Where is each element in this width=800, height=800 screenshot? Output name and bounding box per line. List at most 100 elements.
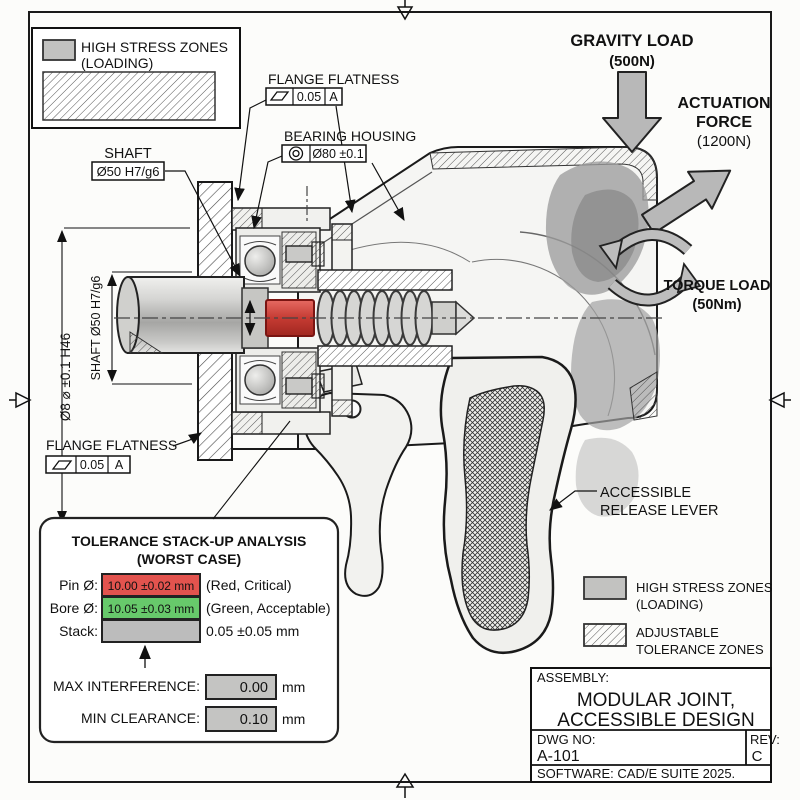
rev-label: REV: <box>750 732 780 747</box>
min-clearance-row: MIN CLEARANCE: 0.10 mm <box>81 706 305 732</box>
svg-text:Pin Ø:: Pin Ø: <box>59 577 98 593</box>
release-lever-leader <box>549 490 597 511</box>
flatness-icon-bottom <box>51 460 73 470</box>
stress-swatch-right <box>583 576 627 600</box>
svg-text:0.05 ±0.05 mm: 0.05 ±0.05 mm <box>206 623 299 639</box>
torque-load-label-1: TORQUE LOAD <box>664 278 771 294</box>
centering-mark-top <box>396 0 414 21</box>
hatch-swatch-right <box>583 623 627 647</box>
flange-flatness-top-leader <box>234 99 267 202</box>
gravity-load-label-2: (500N) <box>609 53 655 70</box>
shaft-body <box>116 276 269 354</box>
svg-text:A: A <box>329 90 338 104</box>
flange-flatness-top-fcf: 0.05 A <box>265 87 343 106</box>
centering-mark-bottom <box>395 772 415 798</box>
svg-text:0.10: 0.10 <box>240 712 268 728</box>
flange-flatness-bottom-label: FLANGE FLATNESS <box>46 437 177 453</box>
shaft-dimension <box>107 271 192 385</box>
actuation-arrow-icon <box>641 169 732 235</box>
software-note: SOFTWARE: CAD/E SUITE 2025. <box>537 766 735 781</box>
actuation-force-label-2: FORCE <box>696 114 752 131</box>
svg-text:MAX INTERFERENCE:: MAX INTERFERENCE: <box>53 678 200 694</box>
bore-dimension-text: Ø8 ⌀ ±0.1 H46 <box>58 333 73 421</box>
tolerance-panel-leader <box>212 420 291 520</box>
rotation-arrows-icon <box>598 228 702 307</box>
svg-text:A: A <box>115 458 124 472</box>
title-block: ASSEMBLY: MODULAR JOINT, ACCESSIBLE DESI… <box>530 667 780 783</box>
actuation-force-label-1: ACTUATION <box>677 95 770 112</box>
bearing-leader-2 <box>371 162 405 222</box>
flange-flatness-top-label: FLANGE FLATNESS <box>268 71 399 87</box>
stack-bar <box>101 619 201 643</box>
trigger-lever <box>303 391 413 597</box>
legend-top-label-2: (LOADING) <box>81 55 153 71</box>
tolerance-panel: TOLERANCE STACK-UP ANALYSIS (WORST CASE)… <box>38 516 340 744</box>
svg-text:mm: mm <box>282 679 305 695</box>
assembly-title-1: MODULAR JOINT, <box>577 690 735 711</box>
housing-bore-arc-3 <box>349 241 471 263</box>
bearing-housing-label: BEARING HOUSING <box>284 128 416 144</box>
stress-zone-blob-core <box>571 189 639 282</box>
bearing-housing-leader <box>251 155 283 230</box>
svg-text:Ø80 ±0.1: Ø80 ±0.1 <box>312 147 363 161</box>
assembly-title-2: ACCESSIBLE DESIGN <box>557 710 754 731</box>
bearing-housing-fcf: Ø80 ±0.1 <box>281 144 367 163</box>
svg-text:MIN CLEARANCE:: MIN CLEARANCE: <box>81 710 200 726</box>
svg-text:10.00 ±0.02 mm: 10.00 ±0.02 mm <box>108 579 195 593</box>
concentricity-icon <box>288 146 304 161</box>
shaft-label: SHAFT <box>104 146 152 162</box>
svg-text:0.05: 0.05 <box>297 90 321 104</box>
tolerance-panel-title-1: TOLERANCE STACK-UP ANALYSIS <box>72 533 307 549</box>
stress-zone-blob-small <box>575 437 639 517</box>
assembly-label: ASSEMBLY: <box>537 670 609 685</box>
svg-text:Ø50 H7/g6: Ø50 H7/g6 <box>97 164 160 179</box>
actuation-force-label-3: (1200N) <box>697 133 751 150</box>
adjustable-zone-hatch-wedge <box>629 371 658 421</box>
flange-flatness-bottom-fcf: 0.05 A <box>45 455 131 474</box>
hatch-sample <box>42 71 216 121</box>
legend-right-item1-line1: HIGH STRESS ZONES <box>636 580 773 595</box>
shaft-callout-box: Ø50 H7/g6 <box>91 161 165 181</box>
svg-text:mm: mm <box>282 711 305 727</box>
flange-flatness-bottom-leader <box>172 432 203 447</box>
svg-text:10.05 ±0.03 mm: 10.05 ±0.03 mm <box>108 602 195 616</box>
svg-text:Stack:: Stack: <box>59 623 98 639</box>
centering-mark-right <box>768 391 791 409</box>
legend-right-item1-line2: (LOADING) <box>636 597 703 612</box>
retainer-bolt-top <box>285 241 325 267</box>
rev: C <box>752 748 763 765</box>
bore-row: Bore Ø: 10.05 ±0.03 mm (Green, Acceptabl… <box>50 596 331 620</box>
dwg-no-label: DWG NO: <box>537 732 596 747</box>
svg-text:Bore Ø:: Bore Ø: <box>50 600 98 616</box>
min-clearance-box <box>205 706 277 732</box>
shaft-leader <box>165 170 241 278</box>
dwg-no: A-101 <box>537 748 580 765</box>
flatness-icon <box>269 91 290 101</box>
release-lever-label-1: ACCESSIBLE <box>600 485 691 501</box>
legend-right-item2-line1: ADJUSTABLE <box>636 625 719 640</box>
max-interference-box <box>205 674 277 700</box>
legend-right: HIGH STRESS ZONES (LOADING) ADJUSTABLE T… <box>583 576 773 657</box>
svg-text:0.00: 0.00 <box>240 680 268 696</box>
max-interference-row: MAX INTERFERENCE: 0.00 mm <box>53 674 305 700</box>
pin-row: Pin Ø: 10.00 ±0.02 mm (Red, Critical) <box>59 573 292 597</box>
torque-load-label-2: (50Nm) <box>692 297 741 313</box>
legend-right-item2-line2: TOLERANCE ZONES <box>636 642 764 657</box>
grip-texture <box>461 385 545 631</box>
svg-text:(Red, Critical): (Red, Critical) <box>206 577 292 593</box>
retainer-bolt-bottom <box>285 373 325 399</box>
stack-row: Stack: 0.05 ±0.05 mm <box>59 619 299 643</box>
shaft-dimension-text: SHAFT Ø50 H7/g6 <box>89 276 103 381</box>
stress-swatch <box>42 39 76 61</box>
gravity-load-label-1: GRAVITY LOAD <box>570 32 693 50</box>
svg-text:0.05: 0.05 <box>80 458 104 472</box>
gravity-arrow-icon <box>602 71 662 153</box>
svg-text:(Green, Acceptable): (Green, Acceptable) <box>206 600 331 616</box>
legend-box-top: HIGH STRESS ZONES (LOADING) <box>31 27 241 129</box>
centering-mark-left <box>9 391 32 409</box>
tolerance-panel-title-2: (WORST CASE) <box>137 551 241 567</box>
legend-top-label-1: HIGH STRESS ZONES <box>81 39 228 55</box>
spring-housing <box>317 269 453 367</box>
